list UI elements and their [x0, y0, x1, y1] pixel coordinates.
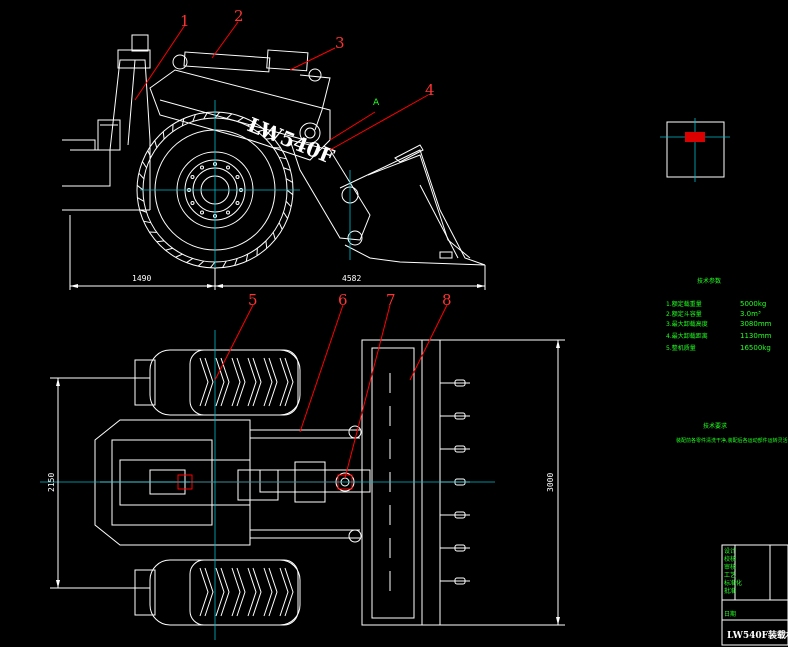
tb-row-6: 批准: [724, 587, 736, 595]
spec-heading: 技术参数: [697, 277, 721, 285]
spec-value-1: 5000kg: [740, 300, 766, 308]
top-view: 5 6 7 8 2150 3000: [40, 291, 565, 640]
tb-row-1: 设计: [724, 547, 736, 555]
spec-value-4: 1130mm: [740, 332, 772, 340]
dim-rear: 1490: [132, 274, 151, 283]
callout-2: 2: [234, 7, 244, 25]
dim-bucket-width: 3000: [546, 473, 555, 492]
callout-6: 6: [338, 291, 348, 309]
spec-label-4: 4.最大卸载距离: [666, 332, 708, 340]
tb-row-3: 审核: [724, 563, 736, 571]
spec-label-2: 2.额定斗容量: [666, 310, 702, 318]
spec-table: 技术参数 1.额定载重量 5000kg 2.额定斗容量 3.0m³ 3.最大卸载…: [666, 277, 772, 352]
spec-value-3: 3080mm: [740, 320, 772, 328]
tb-row-7: 日期: [724, 610, 736, 618]
spec-label-1: 1.额定载重量: [666, 300, 702, 308]
dim-top-width: 2150: [47, 473, 56, 492]
spec-value-5: 16500kg: [740, 344, 771, 352]
spec-label-5: 5.整机质量: [666, 344, 696, 352]
spec-label-3: 3.最大卸载高度: [666, 320, 708, 328]
callout-5: 5: [248, 291, 258, 309]
title-block: 设计 校核 审核 工艺 标准化 批准 日期 LW540F装载机: [721, 544, 788, 646]
title-block-name: LW540F装载机: [727, 629, 788, 641]
tire-tread: [136, 111, 294, 269]
callout-8: 8: [442, 291, 452, 309]
dim-front: 4582: [342, 274, 361, 283]
tire-chevrons: [199, 357, 294, 617]
callout-3: 3: [335, 34, 345, 52]
callout-4: 4: [425, 81, 435, 99]
thumbnail-view: [660, 118, 730, 182]
spec-value-2: 3.0m³: [740, 310, 761, 318]
tb-row-5: 标准化: [724, 579, 742, 587]
notes-heading: 技术要求: [703, 422, 727, 430]
side-view: LW540F 1 2 3 4 A 1490 4582: [62, 7, 486, 290]
callout-1: 1: [180, 12, 190, 30]
model-label: LW540F: [244, 112, 337, 168]
section-marker: A: [373, 98, 380, 108]
callout-7: 7: [386, 291, 396, 309]
tb-row-4: 工艺: [724, 571, 736, 579]
tb-row-2: 校核: [724, 555, 736, 563]
tech-notes: 技术要求 装配前各零件清洗干净,装配后各运动部件运转灵活: [676, 422, 788, 444]
notes-text: 装配前各零件清洗干净,装配后各运动部件运转灵活: [676, 437, 788, 444]
